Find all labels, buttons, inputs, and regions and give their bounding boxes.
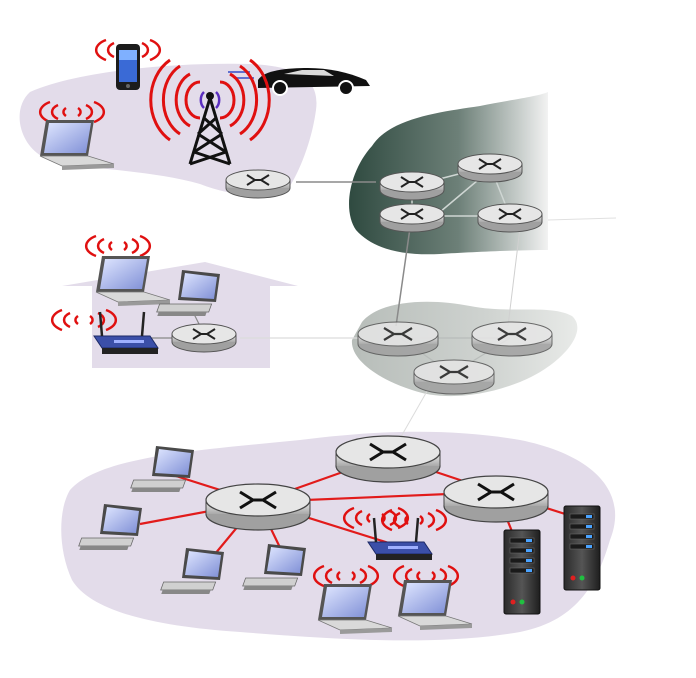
smartphone-icon — [116, 44, 140, 90]
router-icon — [412, 358, 496, 396]
router-icon — [204, 482, 312, 532]
router-icon — [477, 203, 543, 233]
router-icon — [171, 323, 237, 353]
laptop-waves — [84, 234, 152, 258]
router-icon — [356, 320, 440, 358]
server-icon — [503, 529, 541, 615]
router-icon — [470, 320, 554, 358]
cell-tower-icon — [149, 58, 271, 166]
router-icon — [442, 474, 550, 524]
server-icon — [563, 505, 601, 591]
router-icon — [379, 203, 445, 233]
router-icon — [379, 171, 445, 201]
router-icon — [225, 169, 291, 199]
router-icon — [334, 434, 442, 484]
router-icon — [457, 153, 523, 183]
